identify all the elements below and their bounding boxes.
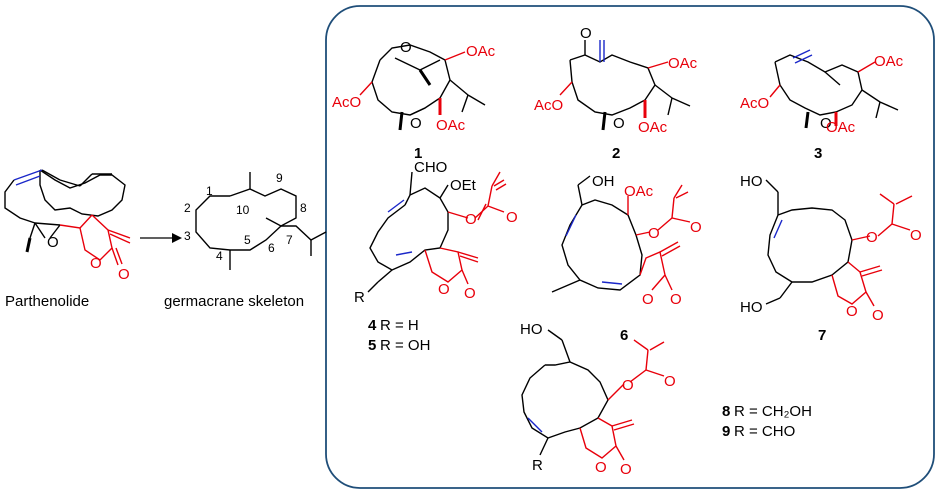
reaction-arrow [140, 233, 182, 243]
compound-8-9-lactone-ester [579, 339, 665, 461]
compound-6-ester-carbonyl-O: O [690, 219, 702, 236]
skeleton-num-2: 2 [184, 201, 191, 215]
compound-1-epoxide-O-top: O [400, 39, 412, 56]
compound-2-structure [569, 40, 691, 131]
skeleton-num-7: 7 [286, 233, 293, 247]
compound-2-oac-bottom: OAc [638, 119, 668, 136]
compound-6-lactone-carbonyl-O: O [670, 291, 682, 308]
skeleton-num-8: 8 [300, 201, 307, 215]
compound-6-lactone-ester [627, 184, 691, 291]
compound-7-number: 7 [818, 327, 826, 344]
compound-7-structure [765, 179, 853, 305]
compound-1-number: 1 [414, 145, 422, 162]
compound-8-number: 8 [722, 403, 730, 420]
compound-2-oac-top: OAc [668, 55, 698, 72]
compound-1-aco: AcO [332, 94, 361, 111]
compound-8-9-structure [521, 329, 609, 456]
compound-2-aco: AcO [534, 97, 563, 114]
parthenolide-structure [4, 169, 126, 253]
parthenolide-carbonyl-O: O [118, 266, 130, 283]
compound-3-double-bond [792, 49, 813, 64]
compound-4-5-lactone-ester [424, 171, 507, 285]
compound-1-substituents [359, 51, 466, 115]
skeleton-num-3: 3 [184, 229, 191, 243]
compound-5-r-definition: R = OH [380, 337, 430, 354]
compound-6-double-bonds [565, 214, 623, 285]
compound-3-oac-top: OAc [874, 53, 904, 70]
parthenolide-lactone [59, 214, 131, 266]
compound-3-substituents [769, 61, 876, 126]
compound-1-oac-bottom: OAc [436, 117, 466, 134]
parthenolide-label: Parthenolide [5, 293, 89, 310]
compound-4-5-ester-carbonyl-O: O [506, 209, 518, 226]
compound-4-r-definition: R = H [380, 317, 419, 334]
compound-6-number: 6 [620, 327, 628, 344]
compound-8-9-ester-O: O [622, 377, 634, 394]
compound-8-r-definition: R = CH₂OH [734, 403, 812, 420]
compound-9-number: 9 [722, 423, 730, 440]
compound-1-epoxide-O-bottom: O [410, 115, 422, 132]
compound-4-number: 4 [368, 317, 377, 334]
skeleton-num-4: 4 [216, 249, 223, 263]
compound-7-ester-O: O [866, 229, 878, 246]
compound-4-5-lactone-carbonyl-O: O [464, 285, 476, 302]
parthenolide-lactone-O: O [90, 255, 102, 272]
compound-8-9-lactone-O: O [595, 459, 607, 476]
compound-2-epoxide-O: O [613, 115, 625, 132]
compound-4-5-ester-O: O [465, 211, 477, 228]
compound-6-oac: OAc [624, 183, 654, 200]
compound-3-oac-bottom: OAc [826, 119, 856, 136]
compound-7-double-bond [773, 219, 783, 239]
germacrane-skeleton-structure [195, 172, 327, 270]
compound-2-ketone-O: O [580, 25, 592, 42]
compound-6-structure [551, 175, 643, 293]
compound-4-5-double-bonds [387, 199, 413, 256]
skeleton-label: germacrane skeleton [164, 293, 304, 310]
compound-2-exomethylene [599, 40, 605, 62]
compound-6-lactone-O: O [642, 291, 654, 308]
compound-4-5-lactone-O: O [438, 281, 450, 298]
compound-7-lactone-carbonyl-O: O [872, 307, 884, 324]
compound-8-9-ester-carbonyl-O: O [664, 373, 676, 390]
skeleton-num-5: 5 [244, 233, 251, 247]
compound-3-number: 3 [814, 145, 822, 162]
compound-6-ester-O: O [648, 225, 660, 242]
compound-3-structure [774, 54, 899, 129]
skeleton-num-1: 1 [206, 184, 213, 198]
compound-1-oac-top: OAc [466, 43, 496, 60]
compound-7-lactone-O: O [846, 303, 858, 320]
compound-7-ester-carbonyl-O: O [910, 227, 922, 244]
compound-4-5-oet: OEt [450, 177, 477, 194]
compound-3-aco: AcO [740, 95, 769, 112]
compound-9-r-definition: R = CHO [734, 423, 795, 440]
compound-7-ho-bottom: HO [740, 299, 763, 316]
compound-2-substituents [559, 61, 669, 118]
compound-7-ho-top: HO [740, 173, 763, 190]
compound-frame [325, 5, 935, 489]
skeleton-num-10: 10 [236, 203, 250, 217]
compound-2-number: 2 [612, 145, 620, 162]
compound-4-5-cho: CHO [414, 159, 447, 176]
compound-4-5-R: R [354, 289, 365, 306]
compound-7-lactone-ester [831, 193, 913, 307]
parthenolide-epoxide-O: O [47, 234, 59, 251]
compound-8-9-R: R [532, 457, 543, 474]
compound-5-number: 5 [368, 337, 376, 354]
compound-8-9-double-bond [527, 417, 543, 433]
compound-6-oh: OH [592, 173, 615, 190]
compound-3-epoxide-O: O [820, 115, 832, 132]
compound-8-9-ho: HO [520, 321, 543, 338]
skeleton-num-6: 6 [268, 241, 275, 255]
compound-8-9-lactone-carbonyl-O: O [620, 461, 632, 478]
skeleton-num-9: 9 [276, 171, 283, 185]
